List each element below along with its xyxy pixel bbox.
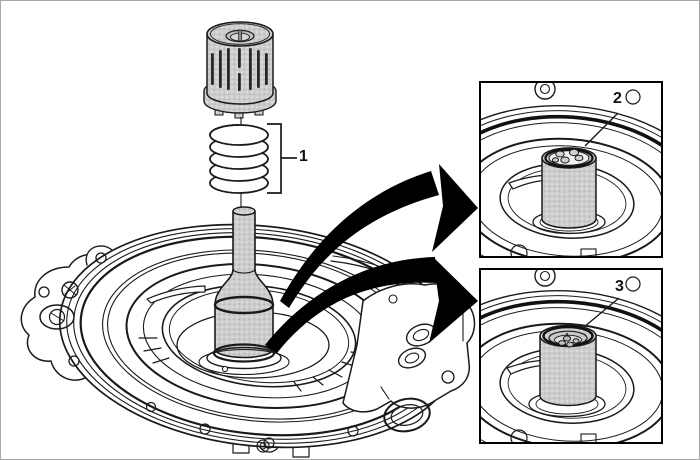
curved-arrow-to-inset-top-icon bbox=[280, 164, 478, 308]
coil-spring-illustration bbox=[209, 124, 269, 194]
inset-top-illustration bbox=[481, 83, 661, 256]
curved-arrow-to-inset-bottom-icon bbox=[265, 257, 478, 353]
inset-view-installed-bottom bbox=[479, 268, 663, 444]
inset-view-installed-top bbox=[479, 81, 663, 258]
callout-3-leader bbox=[583, 297, 620, 328]
strainer-cap-illustration bbox=[203, 21, 277, 119]
callout-1-label: 1 bbox=[299, 148, 308, 165]
installer-tool-illustration bbox=[198, 206, 290, 376]
callout-3-label: 3 bbox=[615, 278, 624, 295]
inset-bottom-illustration bbox=[481, 270, 661, 442]
callout-2-leader bbox=[584, 112, 619, 147]
installed-strainer-top-view bbox=[541, 147, 597, 229]
installed-retainer-top-view bbox=[539, 324, 597, 407]
callout-1-bracket bbox=[267, 123, 297, 194]
callout-2-label: 2 bbox=[613, 90, 622, 107]
